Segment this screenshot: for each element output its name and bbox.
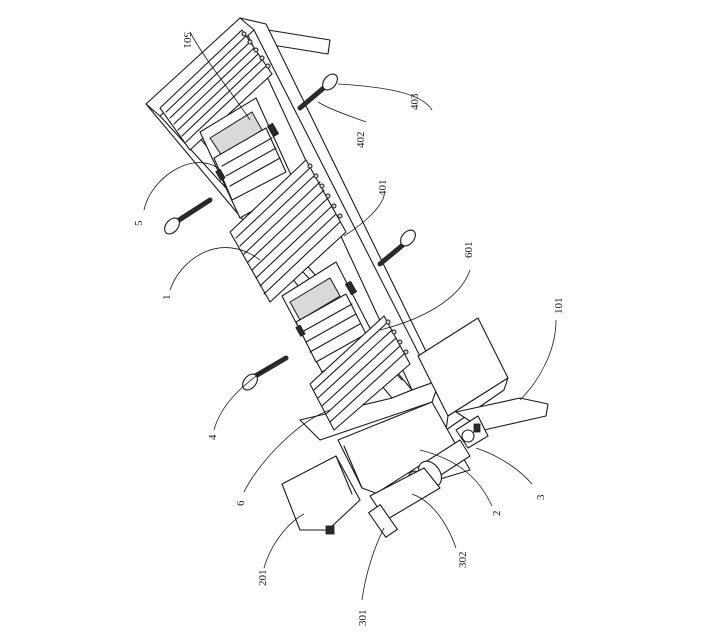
- bolt-5: [164, 197, 213, 235]
- label-4-text: 4: [207, 434, 219, 440]
- roller-panel-lower: [309, 315, 411, 431]
- end-block-201: [281, 455, 361, 535]
- label-3: 3: [535, 494, 547, 500]
- label-403: 403: [409, 93, 421, 110]
- label-201: 201: [257, 570, 269, 587]
- label-302: 302: [457, 552, 469, 569]
- label-101: 101: [553, 298, 565, 315]
- roller-panel-401: [229, 159, 347, 303]
- label-401: 401: [377, 180, 389, 197]
- label-402: 402: [355, 132, 367, 149]
- label-4: 4: [207, 434, 219, 440]
- label-6: 6: [235, 500, 247, 506]
- label-1-text: 1: [161, 295, 173, 301]
- clamp-mechanism-upper: [199, 97, 297, 219]
- label-402-text: 402: [355, 132, 367, 149]
- label-5: 5: [133, 220, 145, 226]
- label-6-text: 6: [235, 500, 247, 506]
- label-501-text: 501: [181, 32, 193, 49]
- label-2: 2: [491, 511, 503, 517]
- label-401-text: 401: [377, 180, 389, 197]
- leader-lines: [143, 31, 557, 601]
- bracket-301: [368, 467, 441, 538]
- bolt-402: [297, 73, 338, 111]
- label-302-text: 302: [457, 552, 469, 569]
- label-3-text: 3: [535, 494, 547, 500]
- label-501: 501: [181, 32, 193, 49]
- label-601: 601: [463, 242, 475, 259]
- label-201-text: 201: [257, 570, 269, 587]
- label-101-text: 101: [553, 298, 565, 315]
- label-403-text: 403: [409, 93, 421, 110]
- bolt-401: [377, 229, 416, 267]
- label-601-text: 601: [463, 242, 475, 259]
- label-1: 1: [161, 295, 173, 301]
- label-2-text: 2: [491, 511, 503, 517]
- label-5-text: 5: [133, 220, 145, 226]
- roller-panel-501: [159, 29, 273, 151]
- label-301-text: 301: [357, 610, 369, 627]
- label-301: 301: [357, 610, 369, 627]
- mount-3: [455, 415, 489, 449]
- bolt-4: [242, 355, 289, 391]
